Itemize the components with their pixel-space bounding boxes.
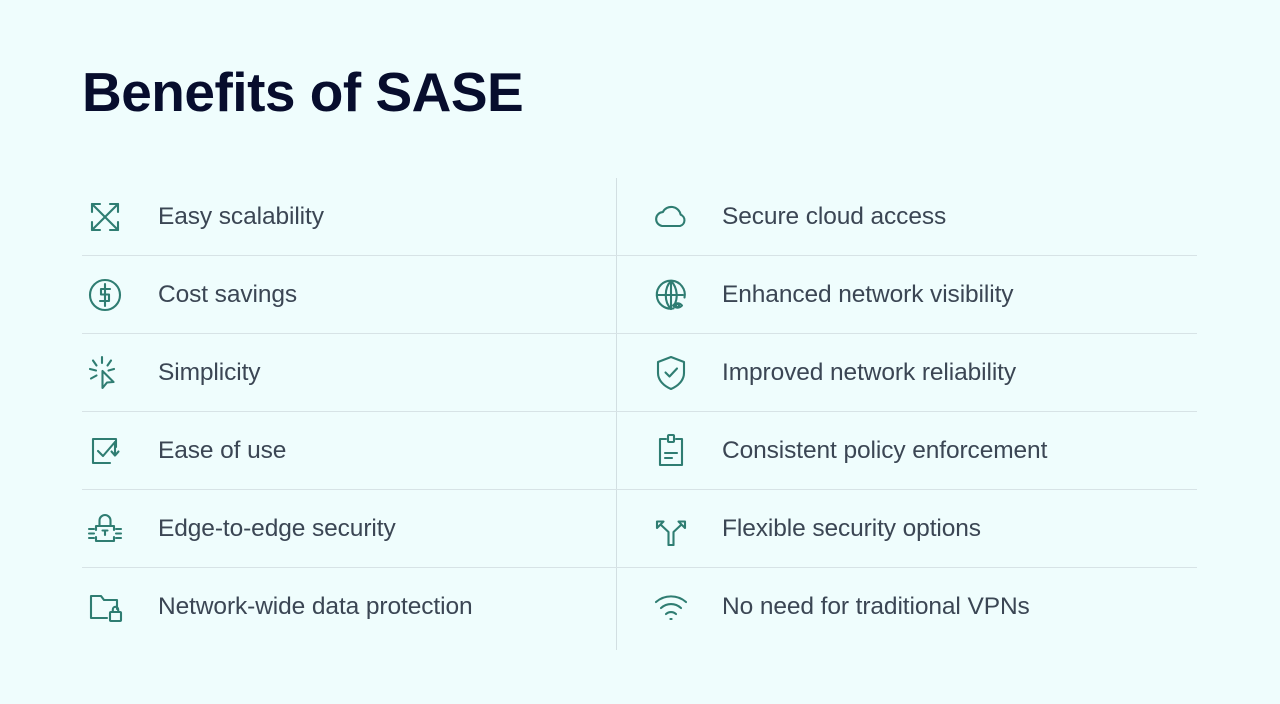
benefit-label: Cost savings [158,280,298,308]
benefit-label: Simplicity [158,358,261,386]
shield-check-icon [648,350,694,396]
benefit-item-improved-network-reliability: Improved network reliability [616,334,1197,412]
page-title: Benefits of SASE [82,61,524,123]
benefit-item-simplicity: Simplicity [82,334,616,412]
benefit-label: Network-wide data protection [158,593,473,621]
benefit-item-ease-of-use: Ease of use [82,412,616,490]
benefit-item-easy-scalability: Easy scalability [82,178,616,256]
benefit-label: Secure cloud access [722,202,947,230]
benefits-column-left: Easy scalability Cost savings [82,178,616,646]
benefit-label: Improved network reliability [722,358,1017,386]
globe-eye-icon [648,272,694,318]
benefit-label: Edge-to-edge security [158,514,396,542]
fork-arrows-icon [648,506,694,552]
benefits-grid: Easy scalability Cost savings [82,178,1197,646]
benefit-item-network-wide-data-protection: Network-wide data protection [82,568,616,646]
benefit-label: Consistent policy enforcement [722,436,1048,464]
wifi-icon [648,584,694,630]
checkbox-check-icon [82,428,128,474]
dollar-circle-icon [82,272,128,318]
folder-lock-icon [82,584,128,630]
benefit-item-consistent-policy-enforcement: Consistent policy enforcement [616,412,1197,490]
cloud-icon [648,194,694,240]
cursor-click-icon [82,350,128,396]
benefit-item-no-need-for-traditional-vpns: No need for traditional VPNs [616,568,1197,646]
padlock-edges-icon [82,506,128,552]
benefit-label: Enhanced network visibility [722,280,1014,308]
benefit-label: Flexible security options [722,514,981,542]
column-divider [616,178,617,650]
expand-arrows-icon [82,194,128,240]
benefit-label: Ease of use [158,436,287,464]
benefit-label: Easy scalability [158,202,324,230]
benefit-item-enhanced-network-visibility: Enhanced network visibility [616,256,1197,334]
benefit-item-flexible-security-options: Flexible security options [616,490,1197,568]
benefits-column-right: Secure cloud access Enhanced network vis… [616,178,1197,646]
benefit-item-edge-to-edge-security: Edge-to-edge security [82,490,616,568]
benefit-item-secure-cloud-access: Secure cloud access [616,178,1197,256]
benefit-item-cost-savings: Cost savings [82,256,616,334]
benefit-label: No need for traditional VPNs [722,593,1030,621]
clipboard-icon [648,428,694,474]
